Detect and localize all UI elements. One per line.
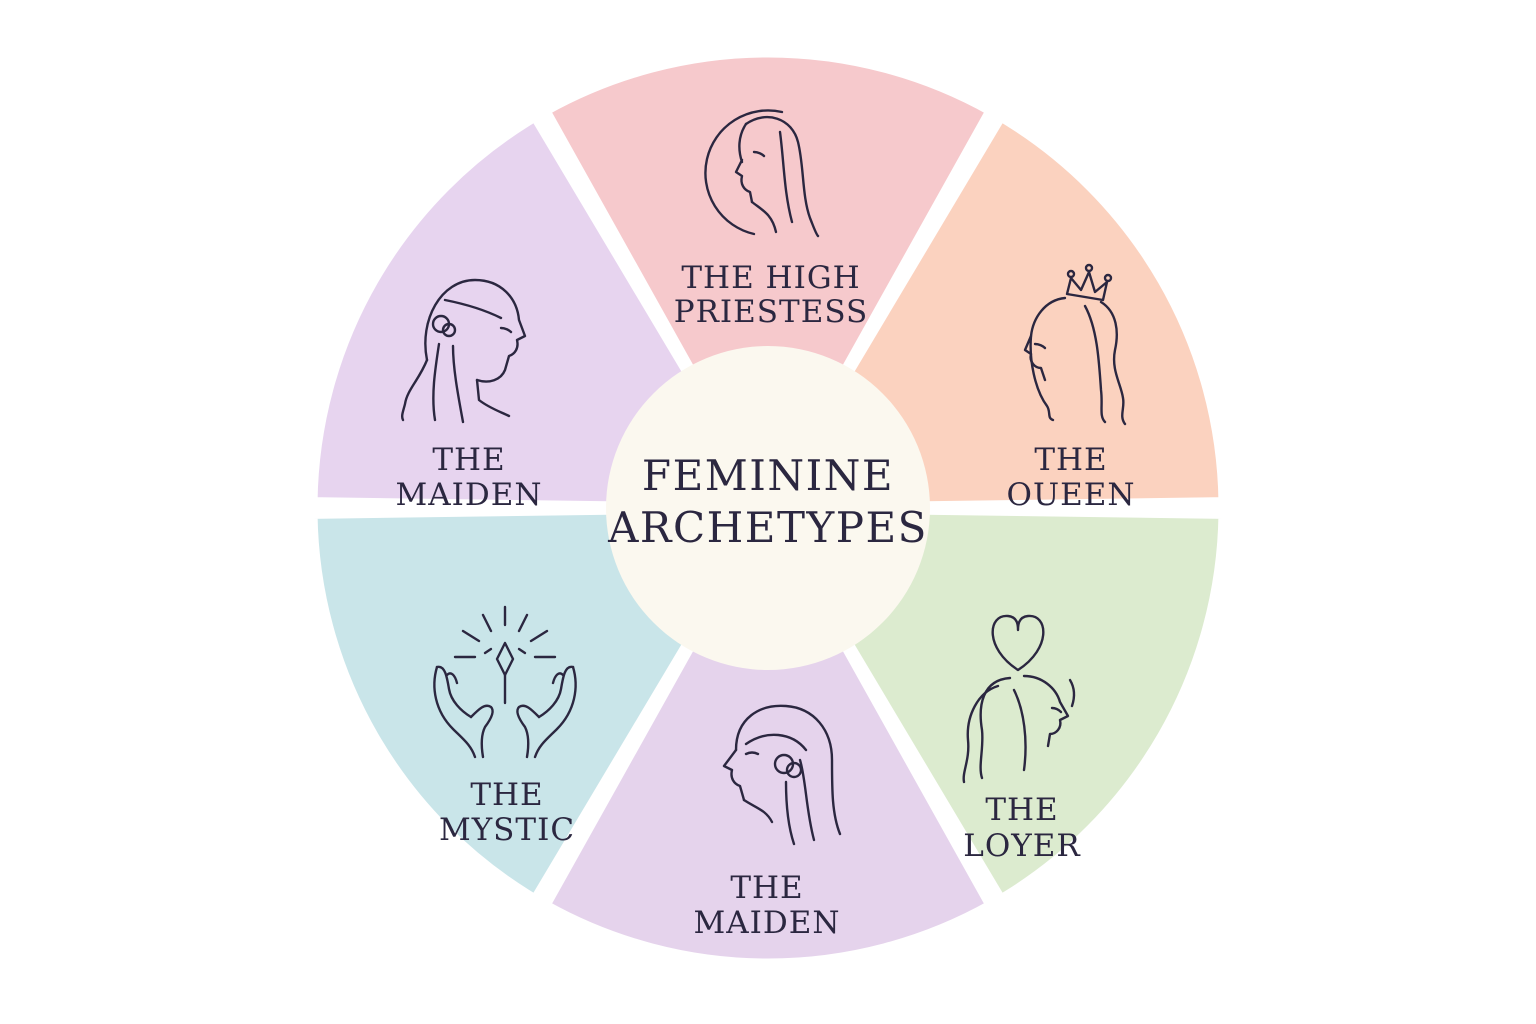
center-title-line1: FEMININE [642,451,894,500]
maiden-profile-icon [400,278,527,424]
label-queen-line1: THE [1034,442,1107,478]
label-mystic-line2: MYSTIC [439,812,575,848]
crowned-queen-icon [1023,263,1127,426]
wedge-high-priestess [539,48,997,518]
segment-high-priestess [539,48,997,518]
label-maiden-top-line2: MAIDEN [396,477,543,513]
center-disc [606,346,930,670]
heart-lover-icon [962,614,1076,784]
priestess-face-icon [704,109,820,238]
label-lover-line2: LOYER [963,828,1081,864]
maiden-face-icon [722,704,842,846]
label-mystic-line1: THE [470,777,543,813]
label-high-priestess-line2: PRIESTESS [674,294,869,330]
label-queen-line2: OUEEN [1007,477,1136,513]
label-maiden-top-line1: THE [432,442,505,478]
label-maiden-bottom-line2: MAIDEN [694,905,841,941]
label-high-priestess-line1: THE HIGH [681,260,860,296]
label-maiden-bottom-line1: THE [730,870,803,906]
center-title-line2: ARCHETYPES [607,503,928,552]
mystic-hands-icon [433,605,577,759]
label-lover-line1: THE [985,792,1058,828]
